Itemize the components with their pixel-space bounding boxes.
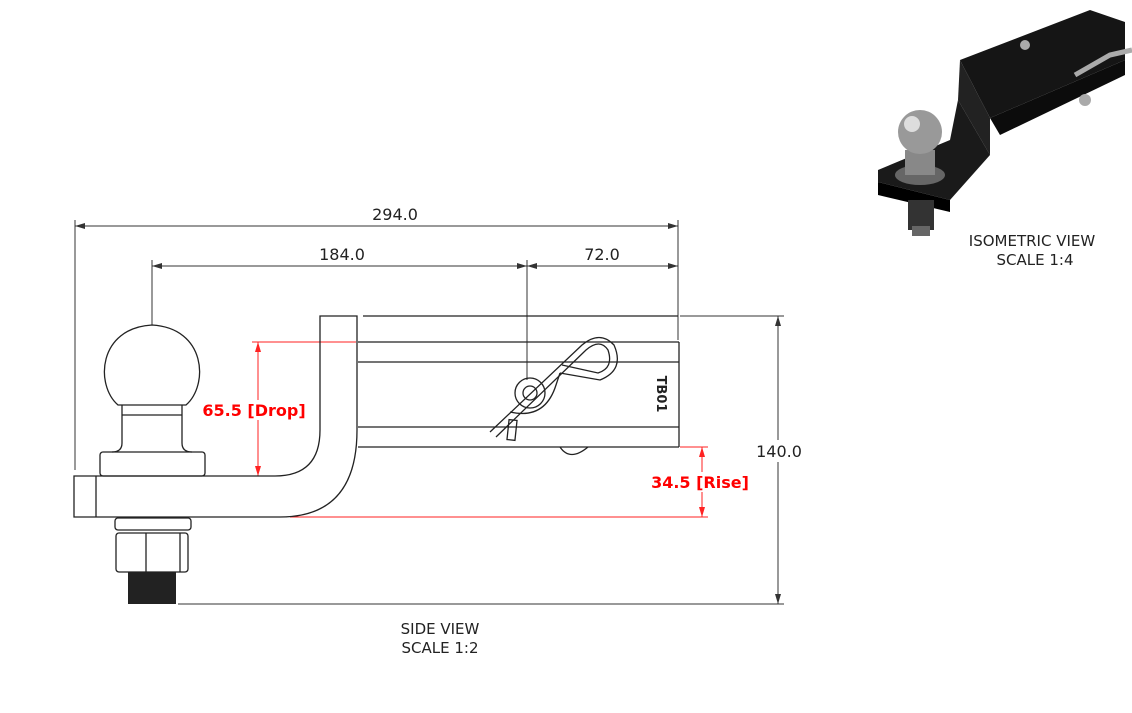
dimension-rise: 34.5 [Rise] xyxy=(290,446,750,518)
drop-label: 65.5 [Drop] xyxy=(202,401,305,420)
dimension-overall-height: 140.0 xyxy=(178,315,802,605)
dimension-drop: 65.5 [Drop] xyxy=(200,341,356,476)
rise-label: 34.5 [Rise] xyxy=(651,473,749,492)
isometric-view-scale: SCALE 1:4 xyxy=(997,251,1074,269)
side-view-label: SIDE VIEW xyxy=(401,620,480,638)
overall-height-label: 140.0 xyxy=(756,442,802,461)
dimension-pin-to-end: 72.0 xyxy=(527,245,678,269)
pin-to-end-label: 72.0 xyxy=(584,245,620,264)
dimension-overall-length: 294.0 xyxy=(74,205,679,470)
drawbar-shank xyxy=(73,315,358,518)
hitch-ball xyxy=(99,324,206,477)
isometric-view-label: ISOMETRIC VIEW xyxy=(969,232,1096,250)
dimension-ball-to-pin: 184.0 xyxy=(151,245,528,380)
side-view-scale: SCALE 1:2 xyxy=(402,639,479,657)
isometric-view-render xyxy=(878,10,1132,236)
receiver-tube: TB01 xyxy=(358,315,680,456)
overall-length-label: 294.0 xyxy=(372,205,418,224)
ball-nut-assembly xyxy=(114,517,192,604)
ball-to-pin-label: 184.0 xyxy=(319,245,365,264)
part-mark-tb01: TB01 xyxy=(653,376,668,413)
hitch-pin-clip xyxy=(489,336,618,442)
